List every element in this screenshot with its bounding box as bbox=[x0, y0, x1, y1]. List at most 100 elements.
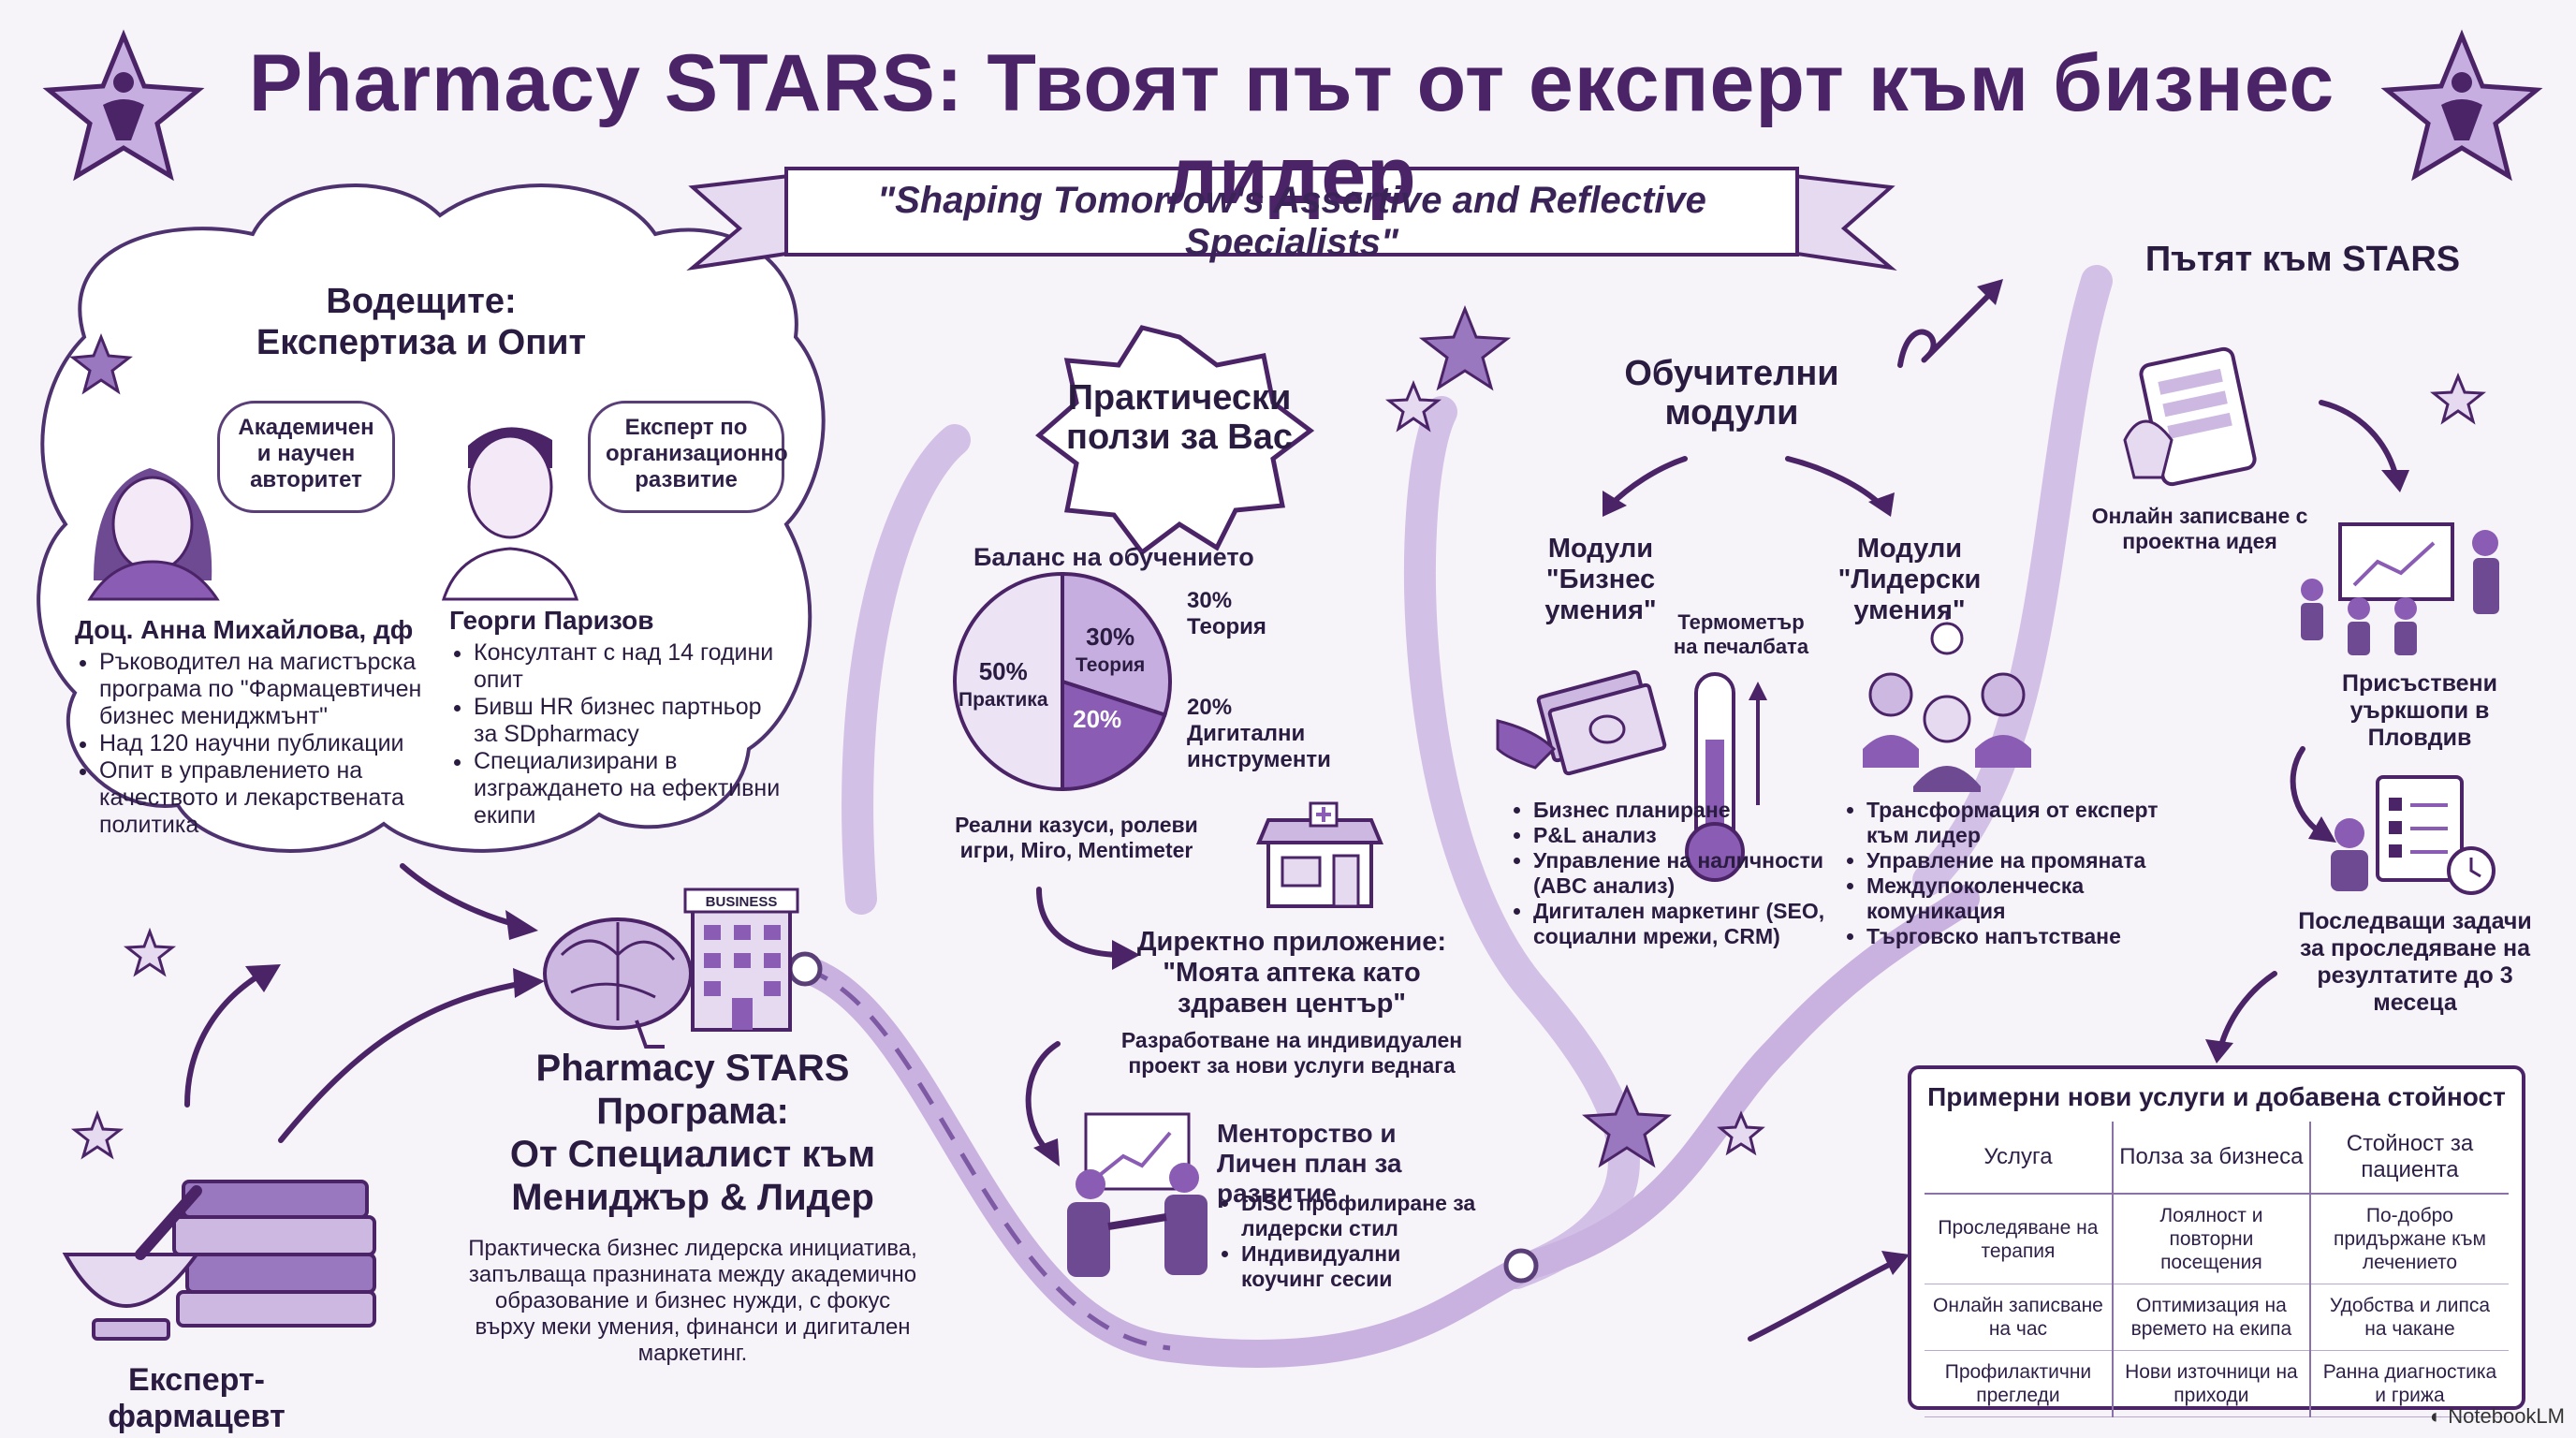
list-item: Опит в управлението на качеството и лека… bbox=[99, 757, 431, 839]
deco-star-icon bbox=[69, 332, 133, 395]
mentoring-handshake-icon bbox=[1067, 1112, 1208, 1277]
list-item: Специализирани в изграждането на ефектив… bbox=[474, 748, 786, 829]
arrow-step2-icon bbox=[2290, 746, 2324, 836]
path-node-2 bbox=[1503, 1248, 1539, 1284]
watermark-text: NotebookLM bbox=[2448, 1404, 2565, 1428]
program-title: Pharmacy STARS Програма: От Специалист к… bbox=[509, 1048, 876, 1218]
value-table-panel: Примерни нови услуги и добавена стойност… bbox=[1925, 1082, 2509, 1417]
table-header-row: Услуга Полза за бизнеса Стойност за паци… bbox=[1925, 1122, 2509, 1195]
list-item: Бизнес планиране bbox=[1533, 798, 1846, 823]
value-table: Услуга Полза за бизнеса Стойност за паци… bbox=[1925, 1122, 2509, 1417]
list-item: Управление на промяната bbox=[1866, 848, 2160, 873]
anna-bubble-text: Академичен и научен авторитет bbox=[238, 415, 374, 492]
value-table-title: Примерни нови услуги и добавена стойност bbox=[1927, 1082, 2506, 1111]
mentoring-title: Менторство и Личен план за развитие bbox=[1217, 1119, 1402, 1208]
georgi-bubble-text: Експерт по организационно развитие bbox=[606, 415, 788, 492]
path-step-workshops: Присъствени уъркшопи в Пловдив bbox=[2342, 670, 2497, 751]
anna-portrait-icon bbox=[87, 468, 220, 601]
list-item: Ръководител на магистърска програма по "… bbox=[99, 649, 431, 730]
workshop-icon bbox=[2301, 522, 2499, 655]
list-item: Консултант с над 14 години опит bbox=[474, 639, 786, 694]
tablet-signup-icon bbox=[2123, 346, 2257, 487]
benefits-badge bbox=[1035, 325, 1315, 556]
benefits-heading: Практически ползи за Вас bbox=[1066, 378, 1293, 457]
arrow-step1-icon bbox=[2319, 400, 2399, 480]
business-modules-list: Бизнес планиране P&L анализ Управление н… bbox=[1509, 798, 1846, 949]
profit-thermometer-icon bbox=[1685, 672, 1767, 882]
georgi-bullets: Консултант с над 14 години опит Бивш HR … bbox=[449, 639, 786, 829]
pie-category-label: Теория bbox=[1076, 654, 1145, 676]
leaders-cloud bbox=[37, 183, 826, 853]
table-row: Проследяване на терапия Лоялност и повто… bbox=[1925, 1194, 2509, 1284]
subtitle-slogan: "Shaping Tomorrow's Assertive and Reflec… bbox=[877, 180, 1706, 263]
arrow-module-left-icon bbox=[1607, 456, 1688, 508]
pie-value-label: 20% bbox=[1073, 705, 1121, 733]
table-row: Профилактични прегледи Нови източници на… bbox=[1925, 1350, 2509, 1417]
anna-speech-bubble: Академичен и научен авторитет bbox=[217, 401, 395, 513]
business-building-icon bbox=[683, 888, 799, 1032]
deco-star-icon bbox=[123, 927, 177, 977]
balance-label: Баланс на обучението bbox=[973, 543, 1254, 571]
list-item: Трансформация от експерт към лидер bbox=[1866, 798, 2160, 848]
cases-text: Реални казуси, ролеви игри, Miro, Mentim… bbox=[955, 813, 1198, 862]
leadership-modules-list: Трансформация от експерт към лидер Управ… bbox=[1842, 798, 2160, 949]
subtitle-ribbon bbox=[686, 167, 1897, 271]
leaders-heading: Водещите: Експертиза и Опит bbox=[256, 282, 587, 362]
table-cell: Онлайн записване на час bbox=[1925, 1284, 2113, 1351]
pie-slice bbox=[953, 571, 1064, 792]
arrow-to-table-icon bbox=[1748, 1261, 1894, 1342]
notebooklm-logo-icon: ◐ bbox=[2429, 1404, 2449, 1428]
path-step-signup: Онлайн записване с проектна идея bbox=[2091, 504, 2308, 553]
application-title: Директно приложение: "Моята аптека като … bbox=[1136, 927, 1447, 1019]
task-checklist-icon bbox=[2331, 775, 2496, 895]
georgi-name: Георги Паризов bbox=[449, 606, 654, 635]
pie-value-label: 30% bbox=[1086, 623, 1134, 651]
arrow-cloud-to-program-icon bbox=[400, 863, 527, 930]
column-header: Стойност за пациента bbox=[2308, 1122, 2509, 1195]
georgi-portrait-icon bbox=[441, 427, 579, 601]
program-description: Практическа бизнес лидерска инициатива, … bbox=[468, 1236, 917, 1366]
mortar-books-icon bbox=[62, 1180, 376, 1341]
pie-value-label: 50% bbox=[979, 657, 1028, 685]
list-item: DISC профилиране за лидерски стил bbox=[1241, 1191, 1488, 1241]
list-item: Бивш HR бизнес партньор за SDpharmacy bbox=[474, 694, 786, 748]
table-cell: Удобства и липса на чакане bbox=[2308, 1284, 2509, 1351]
arrow-to-program-icon bbox=[278, 980, 527, 1143]
modules-heading: Обучителни модули bbox=[1624, 354, 1839, 433]
deco-star-icon bbox=[1582, 1084, 1672, 1168]
deco-star-icon bbox=[1717, 1110, 1765, 1156]
pie-slice bbox=[1061, 679, 1167, 792]
pie-annotation-theory: 30% Теория bbox=[1187, 588, 1266, 639]
journey-path bbox=[842, 265, 2113, 1289]
list-item: P&L анализ bbox=[1533, 823, 1846, 848]
path-step-followup: Последващи задачи за проследяване на рез… bbox=[2298, 908, 2532, 1016]
table-cell: Профилактични прегледи bbox=[1925, 1350, 2113, 1417]
pharmacy-store-icon bbox=[1256, 801, 1383, 908]
column-header: Услуга bbox=[1925, 1122, 2113, 1195]
list-item: Междупоколенческа комуникация bbox=[1866, 873, 2160, 924]
mentoring-list: DISC профилиране за лидерски стил Индиви… bbox=[1217, 1191, 1488, 1292]
deco-star-icon bbox=[2429, 373, 2487, 425]
deco-star-icon bbox=[1384, 380, 1442, 433]
georgi-profile: Георги Паризов Консултант с над 14 годин… bbox=[449, 607, 786, 829]
star-left-icon bbox=[42, 29, 205, 182]
anna-profile: Доц. Анна Михайлова, дф Ръководител на м… bbox=[75, 616, 431, 839]
arrow-module-right-icon bbox=[1785, 456, 1884, 508]
expert-label: Експерт-фармацевт bbox=[108, 1362, 285, 1434]
star-right-icon bbox=[2380, 29, 2543, 182]
arrow-swirl-icon bbox=[1897, 287, 1997, 368]
anna-bullets: Ръководител на магистърска програма по "… bbox=[75, 649, 431, 839]
pie-annotation-digital: 20% Дигитални инструменти bbox=[1187, 695, 1331, 772]
list-item: Дигитален маркетинг (SEO, социални мрежи… bbox=[1533, 899, 1846, 949]
building-sign: BUSINESS bbox=[705, 894, 778, 910]
table-cell: Лоялност и повторни посещения bbox=[2111, 1194, 2310, 1284]
list-item: Управление на наличности (ABC анализ) bbox=[1533, 848, 1846, 899]
list-item: Индивидуални коучинг сесии bbox=[1241, 1241, 1488, 1292]
table-cell: Оптимизация на времето на екипа bbox=[2111, 1284, 2310, 1351]
arrow-to-mentoring-icon bbox=[1025, 1041, 1061, 1154]
leadership-modules-title: Модули "Лидерски умения" bbox=[1837, 534, 1982, 625]
table-cell: Проследяване на терапия bbox=[1925, 1194, 2113, 1284]
arrow-to-application-icon bbox=[1036, 887, 1126, 958]
page-title: Pharmacy STARS: Твоят път от експерт към… bbox=[248, 38, 2335, 221]
deco-star-icon bbox=[1418, 304, 1512, 391]
